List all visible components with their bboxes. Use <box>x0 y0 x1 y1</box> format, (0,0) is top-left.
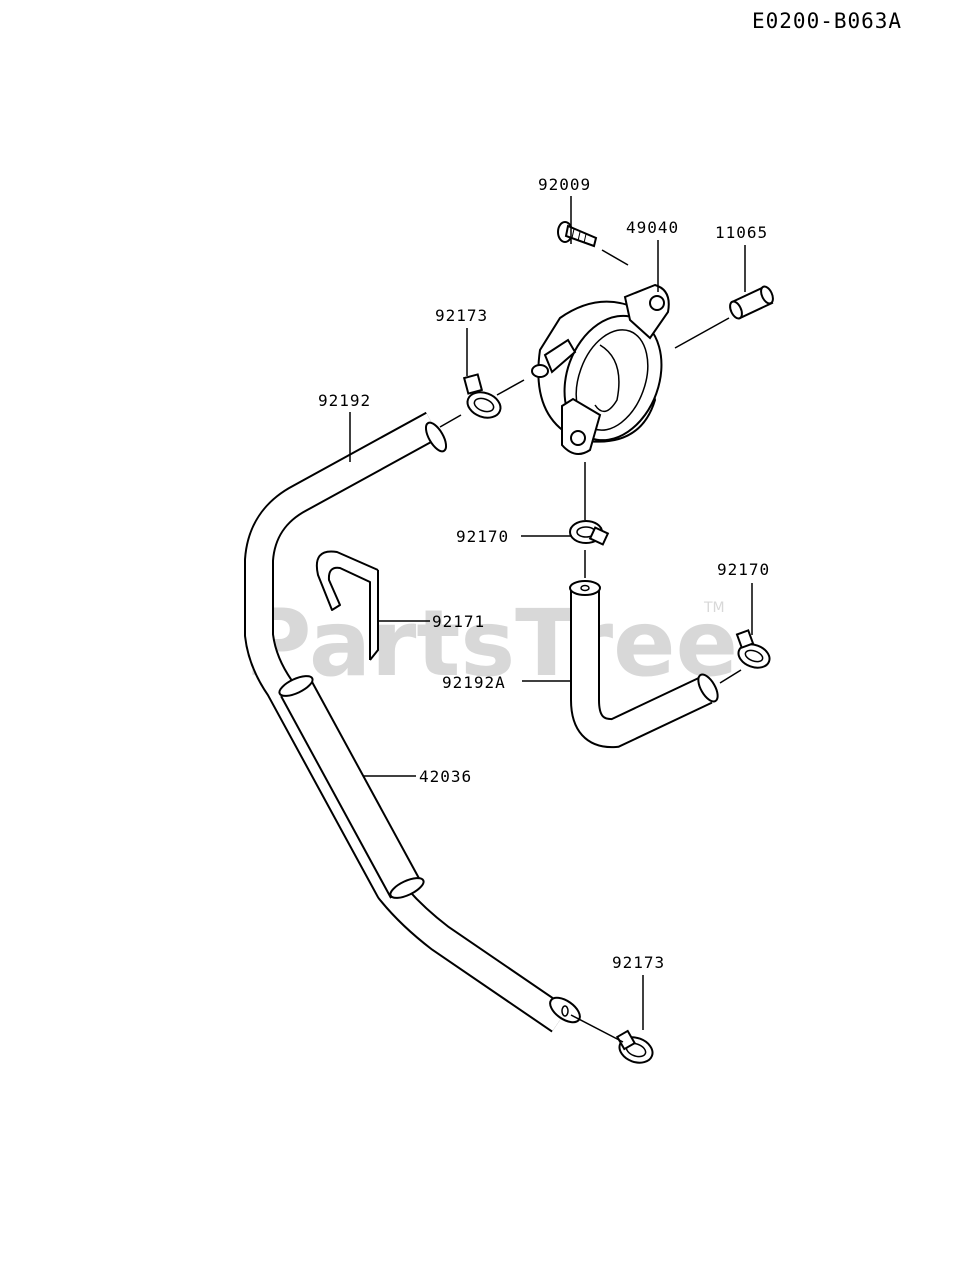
holder-clip-92171[interactable] <box>315 550 379 661</box>
clamp-92170-center[interactable] <box>569 520 610 546</box>
cap-11065[interactable] <box>728 285 776 321</box>
label-92173-bottom[interactable]: 92173 <box>612 953 665 972</box>
clamp-92170-right[interactable] <box>735 629 773 671</box>
clamp-92173-bottom[interactable] <box>615 1029 656 1067</box>
label-92009[interactable]: 92009 <box>538 175 591 194</box>
hose-main-92192[interactable] <box>244 411 584 1033</box>
label-11065[interactable]: 11065 <box>715 223 768 242</box>
leader-lines <box>349 196 753 1043</box>
screw-92009[interactable] <box>557 221 598 248</box>
clamp-92173-upper[interactable] <box>462 373 504 422</box>
hose-short-92192A[interactable] <box>569 580 722 749</box>
fuel-filter-49040[interactable] <box>531 283 678 455</box>
label-92171[interactable]: 92171 <box>432 612 485 631</box>
watermark-trademark: TM <box>703 600 725 616</box>
label-92192A[interactable]: 92192A <box>442 673 506 692</box>
label-49040[interactable]: 49040 <box>626 218 679 237</box>
watermark: PartsTree <box>244 590 738 697</box>
label-92192[interactable]: 92192 <box>318 391 371 410</box>
part-labels: 92009 49040 11065 92173 92192 92170 9217… <box>318 175 770 972</box>
label-92173-upper[interactable]: 92173 <box>435 306 488 325</box>
diagram-code: E0200-B063A <box>752 9 902 33</box>
tube-sleeve-42036[interactable] <box>277 672 427 902</box>
label-92170-right[interactable]: 92170 <box>717 560 770 579</box>
label-42036[interactable]: 42036 <box>419 767 472 786</box>
label-92170-center[interactable]: 92170 <box>456 527 509 546</box>
